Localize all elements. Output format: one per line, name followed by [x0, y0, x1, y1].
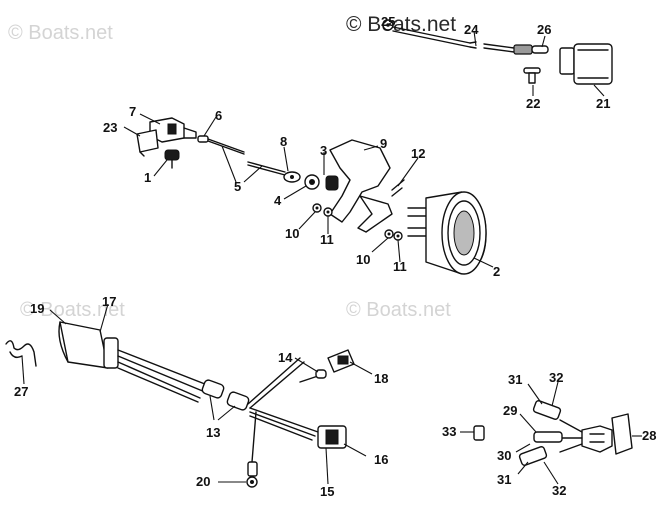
watermark-top-left: © Boats.net	[8, 22, 113, 44]
callout-1: 1	[144, 170, 151, 185]
callout-7: 7	[129, 104, 136, 119]
switch-bracket	[136, 117, 197, 157]
mounting-bracket	[329, 139, 405, 233]
toggle-switch	[581, 413, 633, 455]
callout-10-right: 10	[356, 252, 370, 267]
watermark-mid-right: © Boats.net	[346, 299, 451, 321]
callout-14: 14	[278, 350, 293, 365]
callout-31-top: 31	[508, 372, 522, 387]
watermark-mid-left: © Boats.net	[20, 299, 125, 321]
callout-6: 6	[215, 108, 222, 123]
wire-lead	[197, 135, 301, 183]
callout-30: 30	[497, 448, 511, 463]
callout-2: 2	[493, 264, 500, 279]
screw	[164, 149, 180, 169]
harness-plug	[58, 321, 119, 369]
callout-11-left: 11	[320, 232, 334, 247]
callout-18: 18	[374, 371, 388, 386]
cap	[473, 425, 485, 441]
callout-16: 16	[374, 452, 388, 467]
callout-4: 4	[274, 193, 282, 208]
callout-10-left: 10	[285, 226, 299, 241]
callout-12: 12	[411, 146, 425, 161]
callout-31-bottom: 31	[497, 472, 511, 487]
ground-terminal	[246, 461, 258, 488]
gauge	[407, 191, 487, 275]
callout-27: 27	[14, 384, 28, 399]
callout-21: 21	[596, 96, 610, 111]
callout-32-top: 32	[549, 370, 563, 385]
callout-9: 9	[380, 136, 387, 151]
callout-13: 13	[206, 425, 220, 440]
callout-28: 28	[642, 428, 656, 443]
callout-23: 23	[103, 120, 117, 135]
callout-3: 3	[320, 143, 327, 158]
clip	[5, 340, 37, 367]
cable-terminal-assembly	[382, 19, 549, 55]
switch-leads	[518, 400, 583, 466]
callout-19: 19	[30, 301, 44, 316]
harness-wires	[117, 349, 319, 463]
callout-17: 17	[102, 294, 116, 309]
callout-32-bottom: 32	[552, 483, 566, 498]
callout-26: 26	[537, 22, 551, 37]
multi-pin-connector	[317, 425, 347, 449]
leader-lines	[21, 21, 642, 485]
terminal-pin	[523, 67, 541, 84]
callout-22: 22	[526, 96, 540, 111]
callout-5: 5	[234, 179, 241, 194]
callout-11-right: 11	[393, 259, 407, 274]
callout-33: 33	[442, 424, 456, 439]
washers-left	[312, 203, 333, 217]
callout-25: 25	[381, 14, 395, 29]
connector-plug	[559, 43, 613, 85]
callout-8: 8	[280, 134, 287, 149]
callout-29: 29	[503, 403, 517, 418]
lamp-socket	[304, 174, 339, 191]
callout-15: 15	[320, 484, 334, 499]
callout-20: 20	[196, 474, 210, 489]
bullet-connector	[299, 349, 355, 383]
callouts: 25 24 26 22 21 7 23 6 1 5 8 3 9 12 4 10 …	[14, 14, 656, 499]
watermark-top-right: © Boats.net	[346, 13, 456, 36]
callout-24: 24	[464, 22, 479, 37]
